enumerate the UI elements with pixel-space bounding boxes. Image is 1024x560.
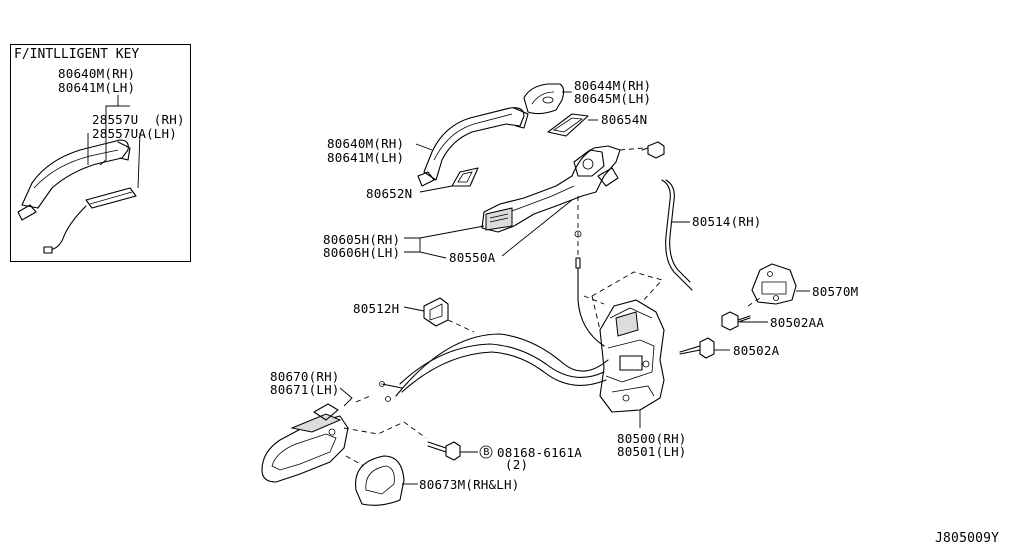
label-80671: 80671(LH)	[270, 382, 340, 397]
label-80501: 80501(LH)	[617, 444, 687, 459]
label-80514: 80514(RH)	[692, 214, 762, 229]
label-80644m: 80644M(RH)	[574, 78, 652, 93]
part-80640m-outside-handle	[415, 107, 529, 187]
part-80502aa-bolt	[721, 297, 768, 331]
part-80670-inside-handle	[261, 387, 427, 483]
intelligent-key-inset	[10, 44, 191, 262]
label-80570m: 80570M	[812, 284, 859, 299]
label-80640m: 80640M(RH)	[327, 136, 405, 151]
part-screw-top	[641, 141, 665, 159]
label-80673m: 80673M(RH&LH)	[419, 477, 520, 492]
part-80514-rod	[661, 179, 693, 291]
diagram-code: J805009Y	[935, 531, 1000, 546]
label-80654n: 80654N	[601, 112, 648, 127]
inset-label-80640m: 80640M(RH)	[58, 66, 136, 81]
part-08168-bolt	[427, 441, 493, 461]
label-80502aa: 80502AA	[770, 315, 825, 330]
part-80570m-striker	[751, 263, 810, 305]
key-rod	[574, 196, 582, 269]
part-80652n-gasket	[419, 167, 479, 193]
part-80644m-escutcheon	[523, 83, 572, 115]
inset-leaders	[87, 95, 141, 189]
part-80502a-bolt	[679, 337, 730, 359]
inset-label-80641m: 80641M(LH)	[58, 80, 136, 95]
label-80645m: 80645M(LH)	[574, 91, 652, 106]
label-80652n: 80652N	[366, 186, 413, 201]
cables	[379, 267, 609, 402]
label-80670: 80670(RH)	[270, 369, 340, 384]
inset-label-28557u: 28557U (RH)	[92, 112, 185, 127]
inset-outside-handle	[17, 139, 131, 221]
inset-title: F/INTLLIGENT KEY	[14, 47, 140, 62]
inset-key-sensor	[43, 187, 137, 254]
inset-label-28557ua: 28557UA(LH)	[92, 126, 177, 141]
badge-b: B	[483, 447, 490, 458]
label-08168-qty: (2)	[505, 457, 529, 472]
label-80605h: 80605H(RH)	[323, 232, 401, 247]
label-08168-6161a: 08168-6161A	[497, 445, 582, 460]
label-80512h: 80512H	[353, 301, 400, 316]
part-80512h-clip	[403, 297, 475, 333]
label-80502a: 80502A	[733, 343, 780, 358]
label-80641m: 80641M(LH)	[327, 150, 405, 165]
part-80500-door-lock	[583, 271, 665, 428]
label-80500: 80500(RH)	[617, 431, 687, 446]
part-80654n-gasket	[547, 113, 598, 137]
part-80673m-escutcheon	[355, 455, 418, 506]
label-80550a: 80550A	[449, 250, 496, 265]
label-80606h: 80606H(LH)	[323, 245, 401, 260]
